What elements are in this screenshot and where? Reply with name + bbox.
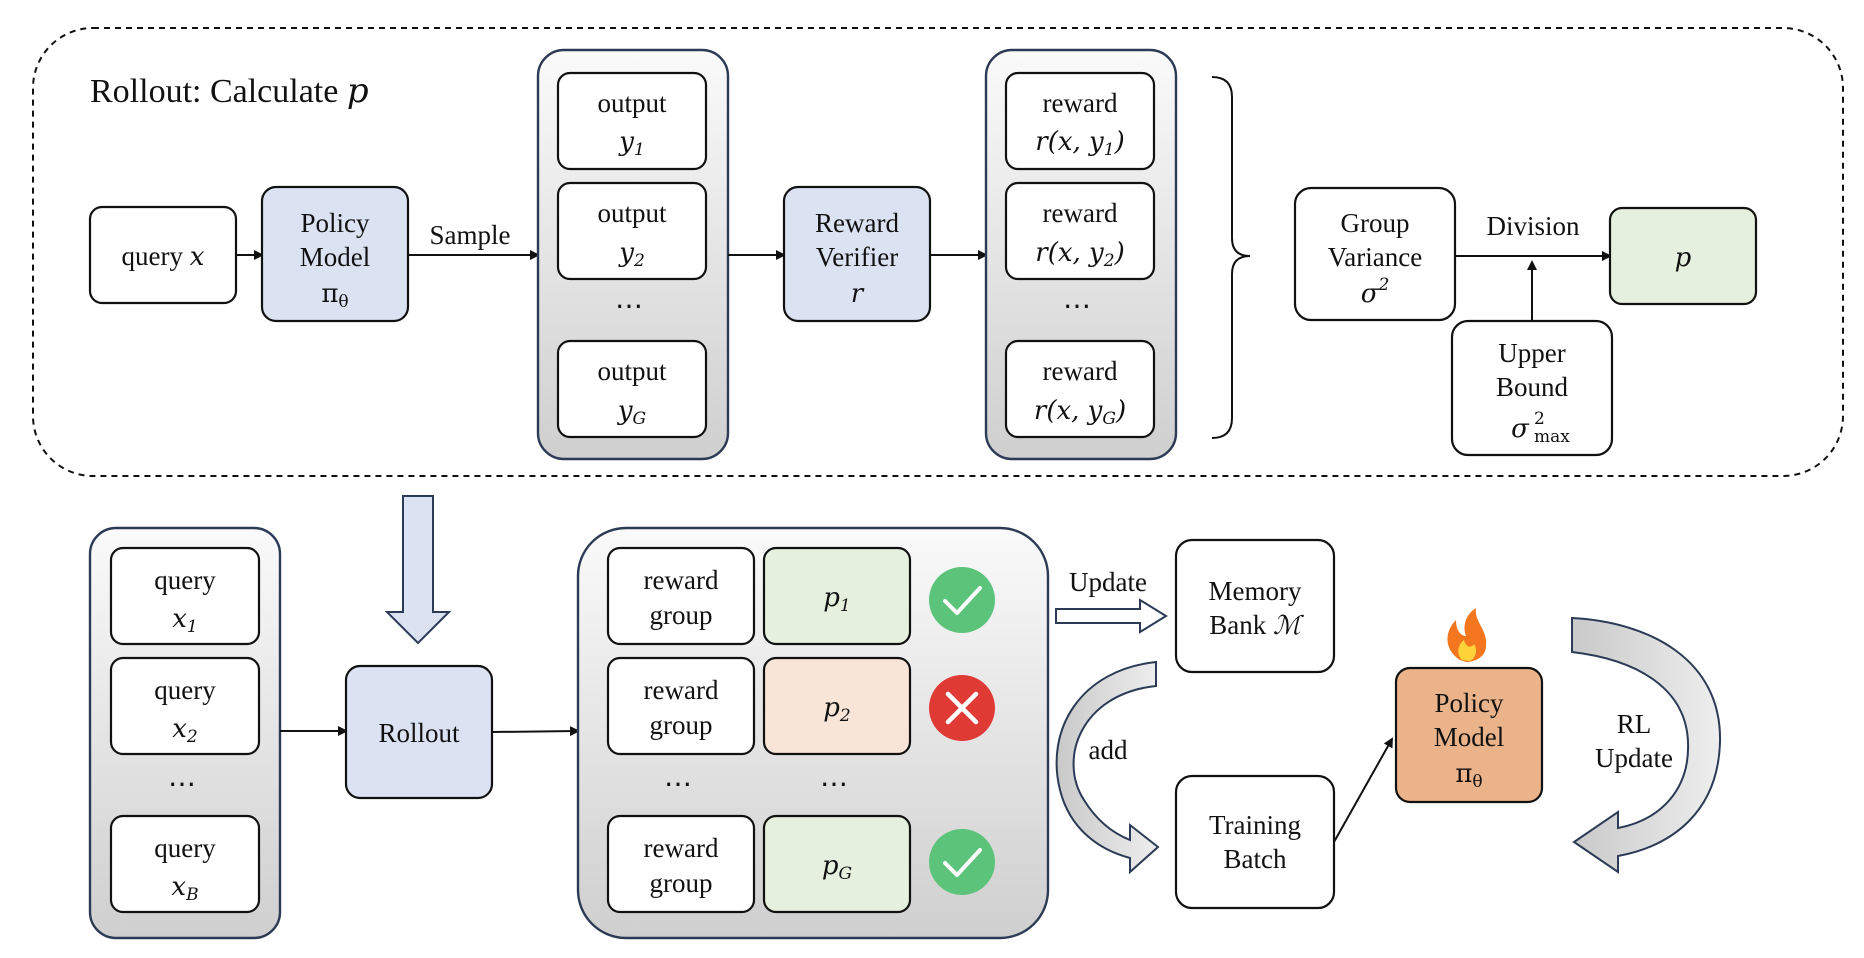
reward-group-box-2 (606, 656, 756, 756)
training-batch-line2: Batch (1224, 844, 1287, 874)
policy-model-bottom-line1: Policy (1434, 688, 1504, 718)
reward-group-line1-2: reward (644, 675, 719, 705)
p-box-2 (762, 656, 912, 756)
upper-bound-sub: max (1534, 427, 1570, 447)
output-label-2: output (597, 198, 667, 228)
memory-bank-box (1174, 538, 1336, 674)
add-curved-arrow (1055, 660, 1160, 875)
query-label: query x (122, 241, 205, 272)
grouping-brace (1211, 76, 1251, 439)
upper-bound-symbol: σ (1511, 414, 1530, 444)
query-box-1 (109, 546, 261, 646)
reward-expr-2: r(x, y2) (1035, 238, 1124, 271)
policy-model-box-bottom (1394, 666, 1544, 804)
check-icon (929, 567, 995, 633)
policy-model-bottom-symbol: πθ (1455, 759, 1482, 792)
p-var-2: p2 (823, 693, 850, 726)
division-label: Division (1486, 211, 1580, 241)
reward-verifier-line1: Reward (815, 208, 899, 238)
reward-box-G (1004, 339, 1156, 439)
output-label-1: output (597, 88, 667, 118)
fire-icon (1447, 608, 1487, 662)
update-arrow (1055, 598, 1168, 634)
group-variance-line2: Variance (1328, 242, 1422, 272)
policy-model-bottom-line2: Model (1434, 722, 1505, 752)
queries-ellipsis: … (168, 760, 202, 793)
memory-bank-line1: Memory (1209, 576, 1302, 606)
output-box-2 (556, 181, 708, 281)
query-box-B (109, 814, 261, 914)
reward-box-1 (1004, 71, 1156, 171)
reward-group-line2-2: group (650, 710, 713, 740)
reward-box-2 (1004, 181, 1156, 281)
p-box-1 (762, 546, 912, 646)
output-var-2: y2 (618, 238, 645, 271)
rollout-label: Rollout (378, 718, 460, 748)
reward-groups-ellipsis: … (664, 760, 698, 793)
policy-model-line2: Model (300, 242, 371, 272)
cross-icon (929, 675, 995, 741)
reward-group-line1-G: reward (644, 833, 719, 863)
output-label-G: output (597, 356, 667, 386)
output-box-1 (556, 71, 708, 171)
rewards-ellipsis: … (1063, 282, 1097, 315)
p-var-1: p1 (823, 583, 850, 616)
sample-label: Sample (430, 220, 511, 250)
group-variance-box (1293, 186, 1457, 322)
p-result-box (1608, 206, 1758, 306)
rl-update-arrow (1571, 616, 1722, 874)
reward-group-line2-G: group (650, 868, 713, 898)
policy-model-line1: Policy (300, 208, 370, 238)
p-var-G: pG (822, 851, 852, 884)
query-box-2 (109, 656, 261, 756)
training-batch-box (1174, 774, 1336, 910)
p-box-G (762, 814, 912, 914)
upper-bound-line2: Bound (1496, 372, 1569, 402)
query-label-B: query (154, 833, 216, 863)
rollout-panel-title: Rollout: Calculate p (90, 71, 369, 111)
upper-bound-sup: 2 (1534, 409, 1545, 429)
rollout-down-arrow (384, 495, 452, 645)
memory-bank-line2: Bank ℳ (1209, 610, 1304, 641)
reward-expr-G: r(x, yG) (1034, 396, 1126, 429)
p-result-var: p (1675, 243, 1692, 273)
group-variance-line1: Group (1341, 208, 1410, 238)
reward-group-line2-1: group (650, 600, 713, 630)
reward-group-box-1 (606, 546, 756, 646)
outputs-ellipsis: … (615, 282, 649, 315)
reward-label-1: reward (1043, 88, 1118, 118)
reward-expr-1: r(x, y1) (1035, 127, 1124, 160)
reward-label-G: reward (1043, 356, 1118, 386)
output-var-G: yG (617, 396, 646, 429)
rl-update-line1: RL (1617, 709, 1652, 739)
upper-bound-box (1450, 319, 1614, 457)
reward-group-line1-1: reward (644, 565, 719, 595)
update-label: Update (1069, 567, 1147, 597)
reward-verifier-var: r (851, 279, 865, 309)
query-var-2: x2 (172, 714, 198, 747)
p-ellipsis: … (820, 760, 854, 793)
reward-label-2: reward (1043, 198, 1118, 228)
rollout-panel (32, 27, 1844, 477)
policy-model-symbol: πθ (321, 279, 348, 312)
output-box-G (556, 339, 708, 439)
add-label: add (1089, 735, 1128, 765)
training-batch-line1: Training (1209, 810, 1301, 840)
query-label-1: query (154, 565, 216, 595)
group-variance-symbol: σ2 (1361, 275, 1390, 309)
upper-bound-line1: Upper (1498, 338, 1565, 368)
output-var-1: y1 (618, 127, 645, 160)
rl-update-line2: Update (1595, 743, 1673, 773)
query-var-1: x1 (172, 604, 198, 637)
query-var-B: xB (171, 872, 198, 905)
reward-verifier-line2: Verifier (816, 242, 898, 272)
reward-group-box-G (606, 814, 756, 914)
query-label-2: query (154, 675, 216, 705)
check-icon (929, 829, 995, 895)
